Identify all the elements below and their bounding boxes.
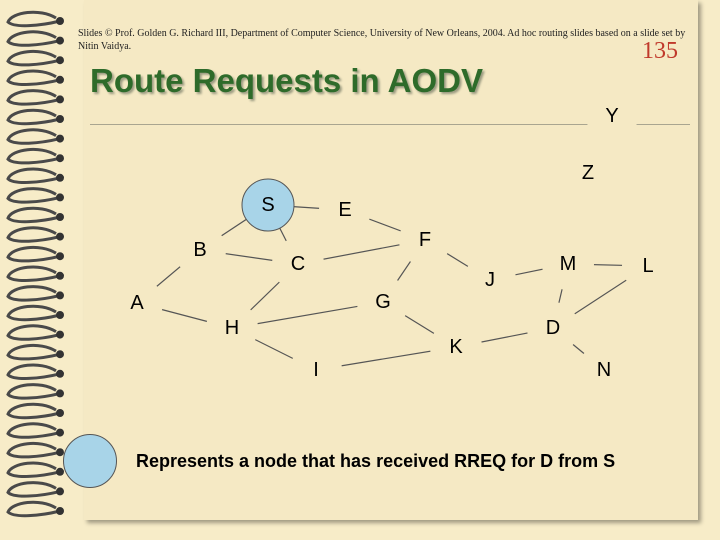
node-F: F bbox=[399, 214, 451, 266]
node-S: S bbox=[242, 179, 294, 231]
node-G: G bbox=[357, 276, 409, 328]
node-B: B bbox=[174, 224, 226, 276]
node-G-label: G bbox=[375, 291, 391, 313]
node-F-label: F bbox=[419, 229, 431, 251]
node-I: I bbox=[290, 344, 342, 396]
node-A-label: A bbox=[130, 292, 144, 314]
node-Y: Y bbox=[586, 90, 638, 142]
node-Z: Z bbox=[562, 147, 614, 199]
node-L-label: L bbox=[642, 255, 653, 277]
node-E-label: E bbox=[338, 199, 351, 221]
node-S-label: S bbox=[261, 194, 274, 216]
node-Z-label: Z bbox=[582, 162, 594, 184]
legend-received-marker bbox=[63, 434, 117, 488]
node-H-label: H bbox=[225, 317, 239, 339]
node-Y-label: Y bbox=[605, 105, 618, 127]
node-H: H bbox=[206, 302, 258, 354]
node-E: E bbox=[319, 184, 371, 236]
node-N: N bbox=[578, 344, 630, 396]
node-N-label: N bbox=[597, 359, 611, 381]
node-M-label: M bbox=[560, 253, 577, 275]
node-J: J bbox=[464, 254, 516, 306]
node-C: C bbox=[272, 238, 324, 290]
node-B-label: B bbox=[193, 239, 206, 261]
node-M: M bbox=[542, 238, 594, 290]
node-D: D bbox=[527, 302, 579, 354]
node-K-label: K bbox=[449, 336, 463, 358]
node-J-label: J bbox=[485, 269, 495, 291]
legend-text: Represents a node that has received RREQ… bbox=[136, 451, 615, 472]
node-A: A bbox=[111, 277, 163, 329]
node-C-label: C bbox=[291, 253, 305, 275]
node-D-label: D bbox=[546, 317, 560, 339]
node-K: K bbox=[430, 321, 482, 373]
node-I-label: I bbox=[313, 359, 319, 381]
node-L: L bbox=[622, 240, 674, 292]
